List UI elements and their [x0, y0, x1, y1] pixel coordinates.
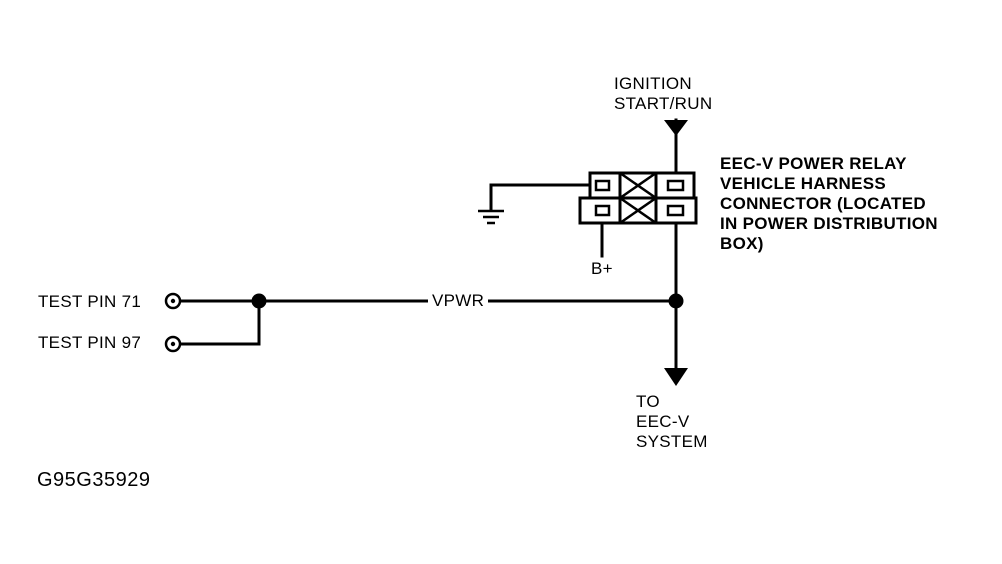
- relay-connector-label-line: EEC-V POWER RELAY: [720, 154, 907, 173]
- figure-id: G95G35929: [37, 469, 151, 491]
- test-pin-terminal-icon: [164, 335, 182, 353]
- arrow-down-icon: [664, 368, 688, 386]
- ignition-label-line: IGNITION: [614, 74, 692, 93]
- to-system-label-line: SYSTEM: [636, 432, 708, 451]
- vpwr-label: VPWR: [428, 291, 489, 311]
- ignition-label-line: START/RUN: [614, 94, 713, 113]
- to-system-label-line: EEC-V: [636, 412, 690, 431]
- relay-connector-icon: [578, 171, 698, 225]
- test-pin-71-label: TEST PIN 71: [38, 292, 142, 311]
- test-pin-97-label: TEST PIN 97: [38, 333, 142, 352]
- arrow-down-icon: [664, 120, 688, 136]
- b-plus-label: B+: [591, 259, 613, 278]
- to-system-label: TO EEC-V SYSTEM: [636, 392, 708, 452]
- to-system-label-line: TO: [636, 392, 660, 411]
- splice-dot-icon: [251, 293, 267, 309]
- ignition-label: IGNITION START/RUN: [614, 74, 712, 114]
- test-pin-terminal-icon: [164, 292, 182, 310]
- relay-connector-label-line: CONNECTOR (LOCATED: [720, 194, 926, 213]
- ground-icon: [478, 209, 504, 225]
- relay-connector-label-line: BOX): [720, 234, 764, 253]
- relay-connector-label-line: IN POWER DISTRIBUTION: [720, 214, 938, 233]
- relay-connector-label-line: VEHICLE HARNESS: [720, 174, 887, 193]
- splice-dot-icon: [668, 293, 684, 309]
- relay-connector-label: EEC-V POWER RELAY VEHICLE HARNESS CONNEC…: [720, 154, 938, 254]
